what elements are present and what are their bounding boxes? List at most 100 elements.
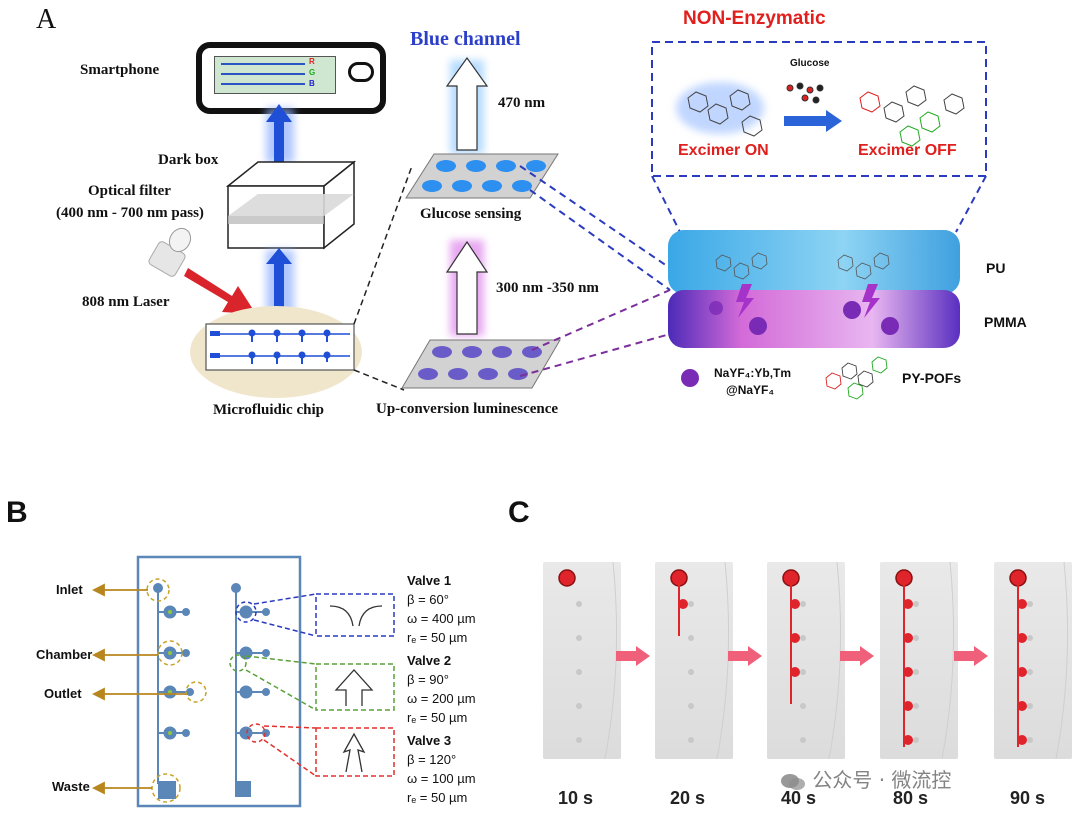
filled-chamber	[1017, 599, 1027, 609]
progress-arrow-icon	[954, 646, 988, 666]
valve3-beta: β = 120°	[407, 752, 457, 767]
hollow-arrow-blue	[445, 56, 489, 151]
chamber-label: Chamber	[36, 647, 93, 662]
inlet-droplet	[558, 569, 576, 587]
pmma-layer	[668, 290, 960, 348]
progress-arrow-icon	[840, 646, 874, 666]
panel-a-drawing	[148, 41, 987, 400]
phone-r-label: R	[309, 57, 315, 66]
panel-a-letter: A	[36, 4, 57, 35]
inlet-label: Inlet	[56, 582, 83, 597]
nanoparticle-label-line2: @NaYF₄	[726, 383, 775, 397]
time-label: 40 s	[781, 788, 817, 808]
glucose-sensing-plate	[405, 153, 559, 199]
valve2-title: Valve 2	[407, 653, 452, 668]
progress-arrow-icon	[616, 646, 650, 666]
microfluidic-chip-label: Microfluidic chip	[213, 402, 324, 418]
filled-chamber	[678, 599, 688, 609]
valve1-title: Valve 1	[407, 573, 452, 588]
filled-chamber	[903, 599, 913, 609]
timelapse-photo	[543, 562, 621, 759]
excitation-wavelength: 300 nm -350 nm	[496, 280, 599, 296]
right-channel	[231, 583, 270, 797]
valve2-beta: β = 90°	[407, 672, 449, 687]
valve1-box	[315, 593, 395, 637]
optical-filter-plane	[228, 194, 354, 216]
chip-outline	[136, 555, 302, 808]
panel-b-drawing	[91, 555, 395, 808]
valve1-beta: β = 60°	[407, 592, 449, 607]
valve1-spec: Valve 1 β = 60° ω = 400 µm rₑ = 50 µm	[407, 571, 476, 647]
timelapse-photo	[655, 562, 733, 759]
filled-chamber	[1017, 701, 1027, 711]
label-arrows	[91, 583, 186, 795]
valve1-omega: ω = 400 µm	[407, 611, 476, 626]
nanoparticle-legend-icon	[681, 369, 699, 387]
waste-label: Waste	[52, 779, 90, 794]
progress-arrow-icon	[728, 646, 762, 666]
red-laser-beam	[184, 268, 256, 314]
laser-label: 808 nm Laser	[82, 294, 170, 310]
valve1-shape	[329, 605, 383, 627]
valve3-omega: ω = 100 µm	[407, 771, 476, 786]
energy-bolt-icon	[736, 284, 880, 318]
excimer-off-label: Excimer OFF	[858, 142, 957, 159]
glucose-label: Glucose	[790, 58, 830, 69]
excimer-on-label: Excimer ON	[678, 142, 769, 159]
time-label: 80 s	[893, 788, 929, 808]
valve3-shape	[342, 732, 366, 773]
timelapse-photo	[767, 562, 845, 759]
filled-chamber	[903, 633, 913, 643]
time-label: 10 s	[558, 788, 594, 808]
valve2-re: rₑ = 50 µm	[407, 710, 468, 725]
smartphone-icon: R G B	[196, 42, 386, 114]
nanoparticle-label-line1: NaYF₄:Yb,Tm	[714, 366, 792, 380]
phone-b-label: B	[309, 79, 315, 88]
smartphone-label: Smartphone	[80, 62, 160, 78]
valve3-spec: Valve 3 β = 120° ω = 100 µm rₑ = 50 µm	[407, 731, 476, 807]
valve2-shape	[334, 669, 374, 706]
filled-chamber	[1017, 633, 1027, 643]
molecule-excimer-on	[676, 82, 764, 137]
filled-chamber	[790, 633, 800, 643]
valve2-omega: ω = 200 µm	[407, 691, 476, 706]
pypofs-label: PY-POFs	[902, 370, 962, 386]
pu-layer	[668, 230, 960, 294]
timelapse-photo	[994, 562, 1072, 759]
glucose-molecule-icon	[786, 82, 824, 104]
optical-filter-label: Optical filter	[88, 183, 171, 199]
watermark-text: 公众号 · 微流控	[812, 768, 952, 792]
pypofs-legend-icon	[825, 356, 888, 400]
upconversion-label: Up-conversion luminescence	[376, 401, 559, 417]
hollow-arrow-uv	[445, 240, 489, 335]
molecule-excimer-off	[859, 85, 965, 147]
outlet-label: Outlet	[44, 686, 82, 701]
phone-screen: R G B	[214, 56, 336, 94]
reaction-arrow	[784, 110, 842, 132]
filled-chamber	[790, 667, 800, 677]
filled-chamber	[790, 599, 800, 609]
time-label: 90 s	[1010, 788, 1046, 808]
filled-chamber	[903, 735, 913, 745]
panel-b-letter: B	[6, 496, 28, 529]
optical-filter-range: (400 nm - 700 nm pass)	[56, 205, 204, 221]
non-enzymatic-title: NON-Enzymatic	[683, 8, 826, 29]
panel-c-letter: C	[508, 496, 530, 529]
watermark: 公众号 · 微流控	[780, 764, 951, 793]
time-label: 20 s	[670, 788, 706, 808]
emission-wavelength: 470 nm	[498, 95, 546, 111]
filled-chamber	[1017, 667, 1027, 677]
left-channel	[153, 583, 194, 799]
wechat-icon	[780, 772, 806, 792]
pmma-label: PMMA	[984, 314, 1027, 330]
pu-molecules	[715, 252, 890, 280]
valve3-title: Valve 3	[407, 733, 452, 748]
pu-label: PU	[986, 260, 1006, 276]
filled-chamber	[1017, 735, 1027, 745]
valve1-re: rₑ = 50 µm	[407, 630, 468, 645]
phone-home-button	[348, 62, 374, 82]
highlight-circles	[146, 578, 207, 803]
blue-arrow-top	[266, 104, 292, 162]
valve3-re: rₑ = 50 µm	[407, 790, 468, 805]
dark-box-label: Dark box	[158, 152, 219, 168]
